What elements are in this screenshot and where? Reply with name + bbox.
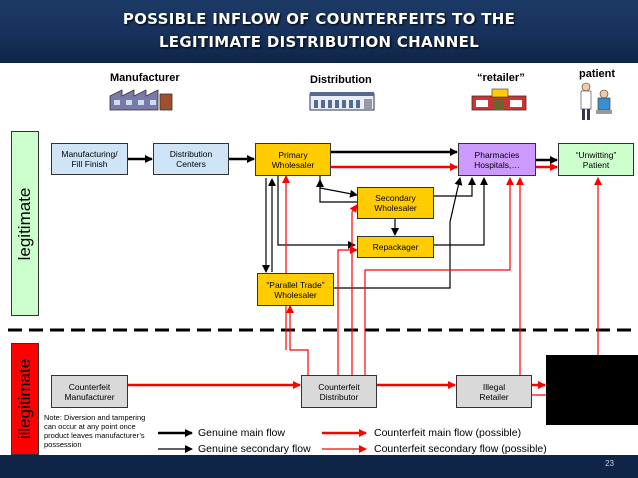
factory-icon — [109, 89, 173, 111]
box-primary-wholesaler: Primary Wholesaler — [255, 143, 331, 176]
flow-secondary-to-pharmacies — [434, 177, 476, 197]
warehouse-icon — [309, 92, 375, 111]
page-number: 23 — [605, 459, 614, 468]
box-counterfeit-distributor: Counterfeit Distributor — [301, 375, 377, 408]
box-repackager: Repackager — [357, 236, 434, 258]
flow-cf-distributor-to-parallel — [286, 305, 309, 375]
box-manufacturing: Manufacturing/ Fill Finish — [51, 143, 128, 175]
flow-parallel-to-pharmacies — [334, 177, 463, 289]
flow-cf-distributor-to-repackager — [337, 246, 358, 375]
flow-cf-distributor-to-secondary — [349, 204, 358, 375]
column-label-distribution: Distribution — [310, 74, 372, 86]
redaction-box — [546, 355, 638, 425]
legend-genuine-secondary: Genuine secondary flow — [198, 443, 311, 455]
legend-counterfeit-main: Counterfeit main flow (possible) — [374, 427, 522, 439]
column-label-retailer: “retailer” — [477, 72, 525, 84]
box-distribution-centers: Distribution Centers — [153, 143, 229, 175]
flow-repackager-to-pharmacies — [434, 177, 488, 246]
box-unwitting-patient: “Unwitting” Patient — [558, 143, 634, 176]
box-parallel-trade-wholesaler: “Parallel Trade” Wholesaler — [257, 273, 334, 306]
flow-secondary-to-primary — [316, 179, 357, 203]
flow-primary-to-repackager — [277, 176, 356, 249]
zone-label-legitimate: legitimate — [11, 131, 39, 316]
box-pharmacies: Pharmacies Hospitals,… — [458, 143, 536, 176]
legend-genuine-main: Genuine main flow — [198, 427, 285, 439]
column-label-patient: patient — [579, 68, 616, 80]
zone-label-illegitimate: illegitimate — [11, 343, 39, 455]
diversion-note: Note: Diversion and tampering can occur … — [44, 413, 146, 449]
box-illegal-retailer: Illegal Retailer — [456, 375, 532, 408]
pharmacy-store-icon — [471, 88, 527, 111]
box-counterfeit-manufacturer: Counterfeit Manufacturer — [51, 375, 128, 408]
flow-primary-to-secondary — [319, 176, 358, 198]
legend-counterfeit-secondary: Counterfeit secondary flow (possible) — [374, 443, 547, 455]
box-secondary-wholesaler: Secondary Wholesaler — [357, 187, 434, 219]
footer-bar: 23 — [0, 455, 638, 478]
flow-cf-distributor-to-pharmacies — [364, 177, 514, 375]
column-label-manufacturer: Manufacturer — [110, 72, 180, 84]
slide-title-line-2: Legitimate Distribution Channel — [158, 33, 480, 51]
patient-doctor-icon — [580, 82, 612, 120]
